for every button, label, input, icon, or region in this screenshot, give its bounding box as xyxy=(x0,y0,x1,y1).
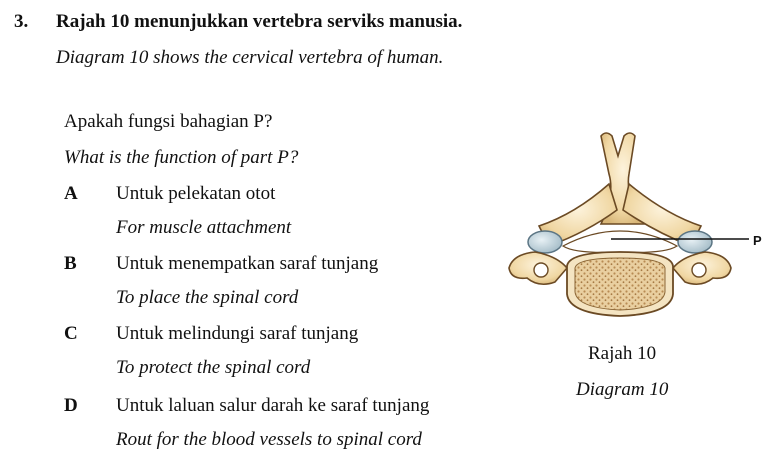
option-text-english: To protect the spinal cord xyxy=(116,357,311,378)
transverse-foramen-left xyxy=(533,262,549,278)
vertebral-foramen xyxy=(561,230,679,253)
question-stem-malay: Rajah 10 menunjukkan vertebra serviks ma… xyxy=(56,11,463,32)
option-text-malay: Untuk pelekatan otot xyxy=(116,183,276,204)
facet-left xyxy=(527,230,563,254)
vertebra-diagram: P xyxy=(508,132,762,317)
option-text-malay: Untuk laluan salur darah ke saraf tunjan… xyxy=(116,395,430,416)
option-letter: C xyxy=(64,323,78,344)
question-stem-english: Diagram 10 shows the cervical vertebra o… xyxy=(56,47,444,68)
transverse-foramen-right xyxy=(691,262,707,278)
vertebral-body-core xyxy=(574,257,666,311)
option-letter: B xyxy=(64,253,77,274)
facet-right xyxy=(677,230,713,254)
option-text-malay: Untuk menempatkan saraf tunjang xyxy=(116,253,379,274)
figure-caption-english: Diagram 10 xyxy=(576,379,669,400)
question-ask-malay: Apakah fungsi bahagian P? xyxy=(64,111,273,132)
option-text-english: Rout for the blood vessels to spinal cor… xyxy=(116,429,422,450)
figure-caption-malay: Rajah 10 xyxy=(588,343,657,364)
question-number: 3. xyxy=(14,11,29,32)
option-letter: D xyxy=(64,395,78,416)
option-letter: A xyxy=(64,183,78,204)
option-text-english: To place the spinal cord xyxy=(116,287,299,308)
option-text-malay: Untuk melindungi saraf tunjang xyxy=(116,323,359,344)
question-ask-english: What is the function of part P? xyxy=(64,147,299,168)
option-text-english: For muscle attachment xyxy=(116,217,292,238)
label-p: P xyxy=(753,233,762,248)
